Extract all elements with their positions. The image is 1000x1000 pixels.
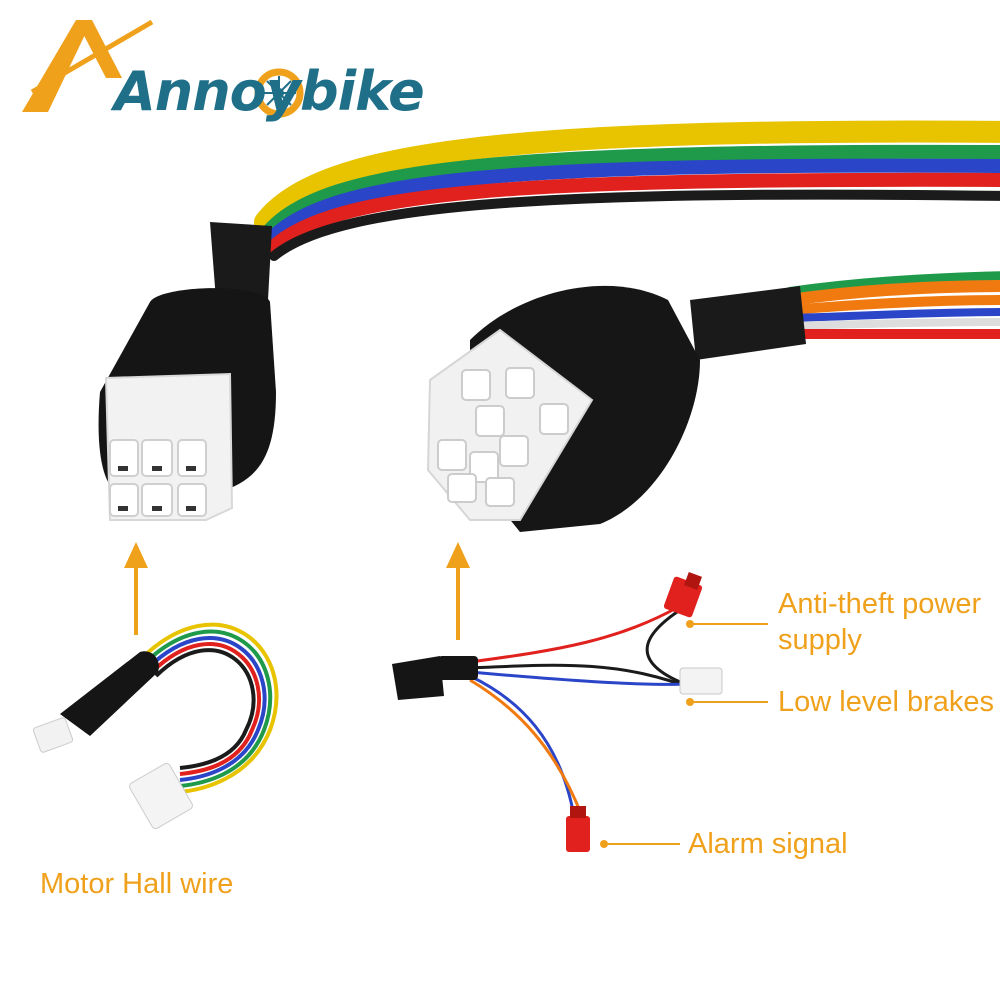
callout-antitheft xyxy=(686,620,768,628)
arrow-to-six-pin xyxy=(124,542,148,635)
brand-name: Annoybike xyxy=(114,60,425,123)
accessory-harness-plug xyxy=(392,656,478,700)
alarm-connector xyxy=(566,806,590,852)
low-level-brakes-label: Low level brakes xyxy=(778,686,994,718)
arrow-to-nine-pin xyxy=(446,542,470,640)
anti-theft-connector xyxy=(663,572,703,618)
callout-alarm xyxy=(600,840,680,848)
accessory-harness xyxy=(469,604,697,817)
callout-brakes xyxy=(686,698,768,706)
six-pin-connector xyxy=(98,222,276,521)
nine-pin-connector xyxy=(426,285,806,532)
anti-theft-label-line2: supply xyxy=(778,624,862,656)
brake-connector xyxy=(679,667,723,695)
logo-a-mark xyxy=(22,19,154,112)
alarm-signal-label: Alarm signal xyxy=(688,828,848,860)
lower-wire-bundle xyxy=(784,271,1000,340)
wheel-icon xyxy=(254,68,304,118)
motor-hall-wire-adapter xyxy=(32,622,279,830)
brand-logo: Annoybike xyxy=(22,14,442,124)
motor-hall-wire-label: Motor Hall wire xyxy=(40,868,234,900)
anti-theft-label-line1: Anti-theft power xyxy=(778,588,982,620)
upper-wire-bundle xyxy=(254,120,1000,261)
anti-theft-power-label: Anti-theft power supply xyxy=(778,586,981,658)
